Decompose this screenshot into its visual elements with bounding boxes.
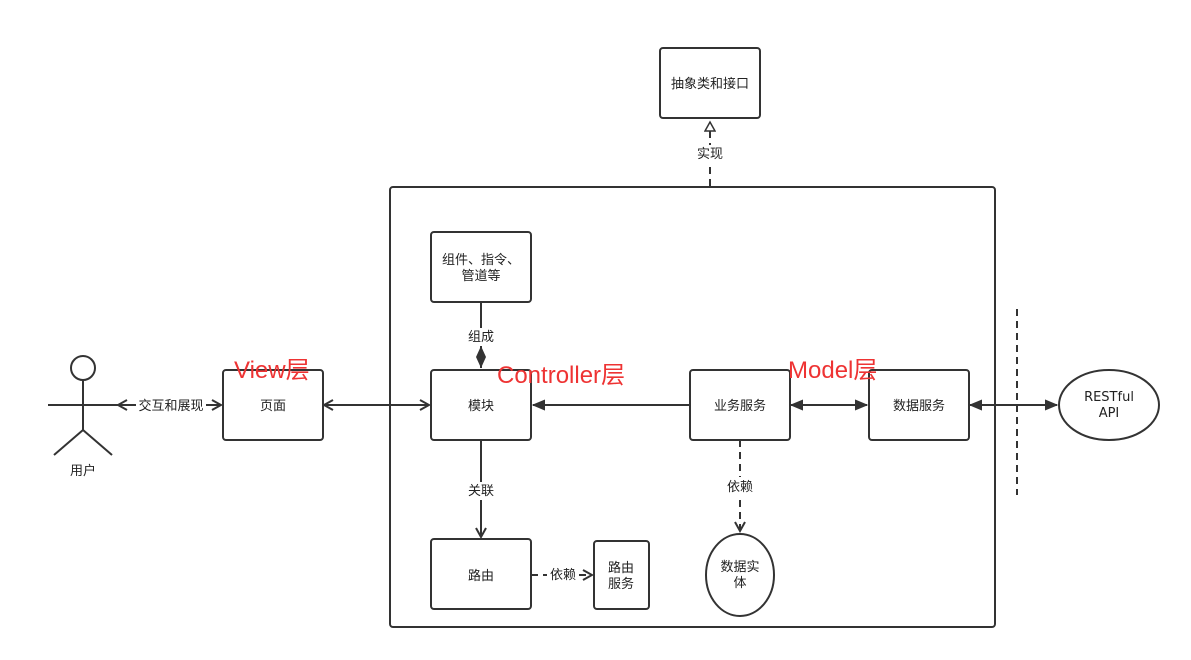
- user-actor: 用户: [48, 355, 118, 479]
- composes-label: 组成: [468, 330, 494, 345]
- restful-api-node: RESTful API: [1058, 369, 1160, 441]
- interact-display-label: 交互和展现: [138, 398, 203, 414]
- router-text: 路由: [468, 568, 494, 584]
- restful-api-text-line1: RESTful: [1084, 390, 1134, 405]
- router-service-text-line2: 服务: [608, 576, 634, 592]
- abstract-interface-text: 抽象类和接口: [671, 76, 749, 92]
- data-entity-node: 数据实 体: [705, 533, 775, 617]
- router-node: 路由: [430, 538, 532, 610]
- page-text: 页面: [260, 399, 286, 414]
- business-service-text: 业务服务: [714, 398, 766, 414]
- composition-diamond: [476, 346, 486, 368]
- actor-right-leg: [82, 429, 113, 456]
- associates-label: 关联: [468, 484, 494, 499]
- data-service-node: 数据服务: [868, 369, 970, 441]
- data-entity-text-line2: 体: [733, 576, 746, 591]
- router-service-node: 路由 服务: [593, 540, 650, 610]
- components-text-line1: 组件、指令、: [442, 253, 520, 268]
- user-label: 用户: [70, 463, 96, 479]
- data-entity-text-line1: 数据实: [720, 560, 759, 575]
- abstract-interface-node: 抽象类和接口: [659, 47, 761, 119]
- router-service-text-line1: 路由: [608, 560, 634, 576]
- entity-depends-label: 依赖: [727, 480, 753, 495]
- data-service-text: 数据服务: [893, 398, 945, 414]
- restful-api-text-line2: API: [1099, 406, 1120, 421]
- controller-layer-label: Controller层: [497, 362, 625, 389]
- module-text: 模块: [468, 399, 494, 414]
- router-depends-label: 依赖: [550, 568, 576, 583]
- components-node: 组件、指令、 管道等: [430, 231, 532, 303]
- components-text-line2: 管道等: [461, 268, 500, 284]
- page-node: 页面: [222, 369, 324, 441]
- view-layer-label: View层: [234, 357, 310, 384]
- business-service-node: 业务服务: [689, 369, 791, 441]
- actor-head: [70, 355, 96, 381]
- implements-label: 实现: [697, 147, 723, 162]
- module-node: 模块: [430, 369, 532, 441]
- actor-left-leg: [53, 429, 84, 456]
- model-layer-label: Model层: [788, 357, 877, 384]
